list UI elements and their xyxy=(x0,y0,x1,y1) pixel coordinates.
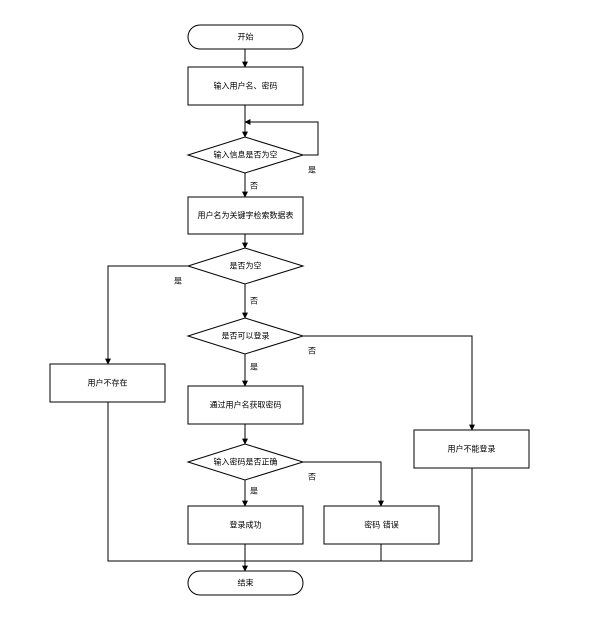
node-end-label: 结束 xyxy=(238,578,254,588)
node-check-input-empty-label: 输入信息是否为空 xyxy=(214,150,278,160)
node-cannot-login: 用户不能登录 xyxy=(413,429,530,469)
node-check-input-empty: 输入信息是否为空 xyxy=(186,136,305,174)
decision-shape xyxy=(186,317,305,355)
label-empty-no: 否 xyxy=(250,297,258,306)
node-input-user-pass: 输入用户名、密码 xyxy=(187,66,304,106)
label-pw-yes: 是 xyxy=(250,487,258,496)
edges xyxy=(105,49,475,572)
node-check-password-label: 输入密码是否正确 xyxy=(214,457,278,467)
label-login-yes: 是 xyxy=(250,363,258,372)
label-pw-no: 否 xyxy=(308,473,316,482)
edge-check-password-no xyxy=(303,461,384,507)
nodes: 开始 输入用户名、密码 输入信息是否为空 用户名为关键字检索数据表 是否为空 是… xyxy=(49,24,530,596)
node-login-success: 登录成功 xyxy=(187,505,304,545)
process-shape xyxy=(323,505,440,545)
edge-cannot-login-to-end xyxy=(245,468,473,562)
terminator-shape xyxy=(187,570,304,596)
node-start-label: 开始 xyxy=(238,32,254,42)
process-shape xyxy=(49,363,166,403)
decision-shape xyxy=(186,247,305,285)
node-check-empty: 是否为空 xyxy=(186,247,305,285)
node-input-user-pass-label: 输入用户名、密码 xyxy=(214,81,278,91)
label-input-empty-no: 否 xyxy=(250,182,258,191)
process-shape xyxy=(187,196,304,235)
label-empty-yes: 是 xyxy=(174,277,182,286)
node-user-not-exist-label: 用户不存在 xyxy=(88,378,128,388)
label-input-empty-yes: 是 xyxy=(308,166,316,175)
node-check-can-login-label: 是否可以登录 xyxy=(222,331,270,341)
process-shape xyxy=(187,505,304,545)
process-shape xyxy=(187,66,304,106)
node-end: 结束 xyxy=(187,570,304,596)
node-password-error-label: 密码 错误 xyxy=(364,520,399,530)
decision-shape xyxy=(186,136,305,174)
node-check-password: 输入密码是否正确 xyxy=(186,443,305,481)
node-start: 开始 xyxy=(187,24,304,50)
node-password-error: 密码 错误 xyxy=(323,505,440,545)
decision-shape xyxy=(186,443,305,481)
edge-can-login-no xyxy=(303,335,475,431)
node-cannot-login-label: 用户不能登录 xyxy=(448,444,496,454)
node-check-can-login: 是否可以登录 xyxy=(186,317,305,355)
edge-check-input-yes-loop xyxy=(244,119,319,156)
node-login-success-label: 登录成功 xyxy=(230,520,262,530)
edge-password-error-to-end xyxy=(245,544,382,562)
process-shape xyxy=(187,385,304,425)
edge-labels: 是 否 是 否 否 是 否 是 xyxy=(174,166,316,496)
node-search-db: 用户名为关键字检索数据表 xyxy=(187,196,304,235)
node-get-password-label: 通过用户名获取密码 xyxy=(210,400,282,410)
terminator-shape xyxy=(187,24,304,50)
label-login-no: 否 xyxy=(308,347,316,356)
node-search-db-label: 用户名为关键字检索数据表 xyxy=(198,210,294,220)
node-get-password: 通过用户名获取密码 xyxy=(187,385,304,425)
edge-check-empty-yes xyxy=(105,265,188,365)
node-user-not-exist: 用户不存在 xyxy=(49,363,166,403)
node-check-empty-label: 是否为空 xyxy=(230,261,262,271)
process-shape xyxy=(413,429,530,469)
edge-user-not-exist-to-end xyxy=(107,402,245,562)
